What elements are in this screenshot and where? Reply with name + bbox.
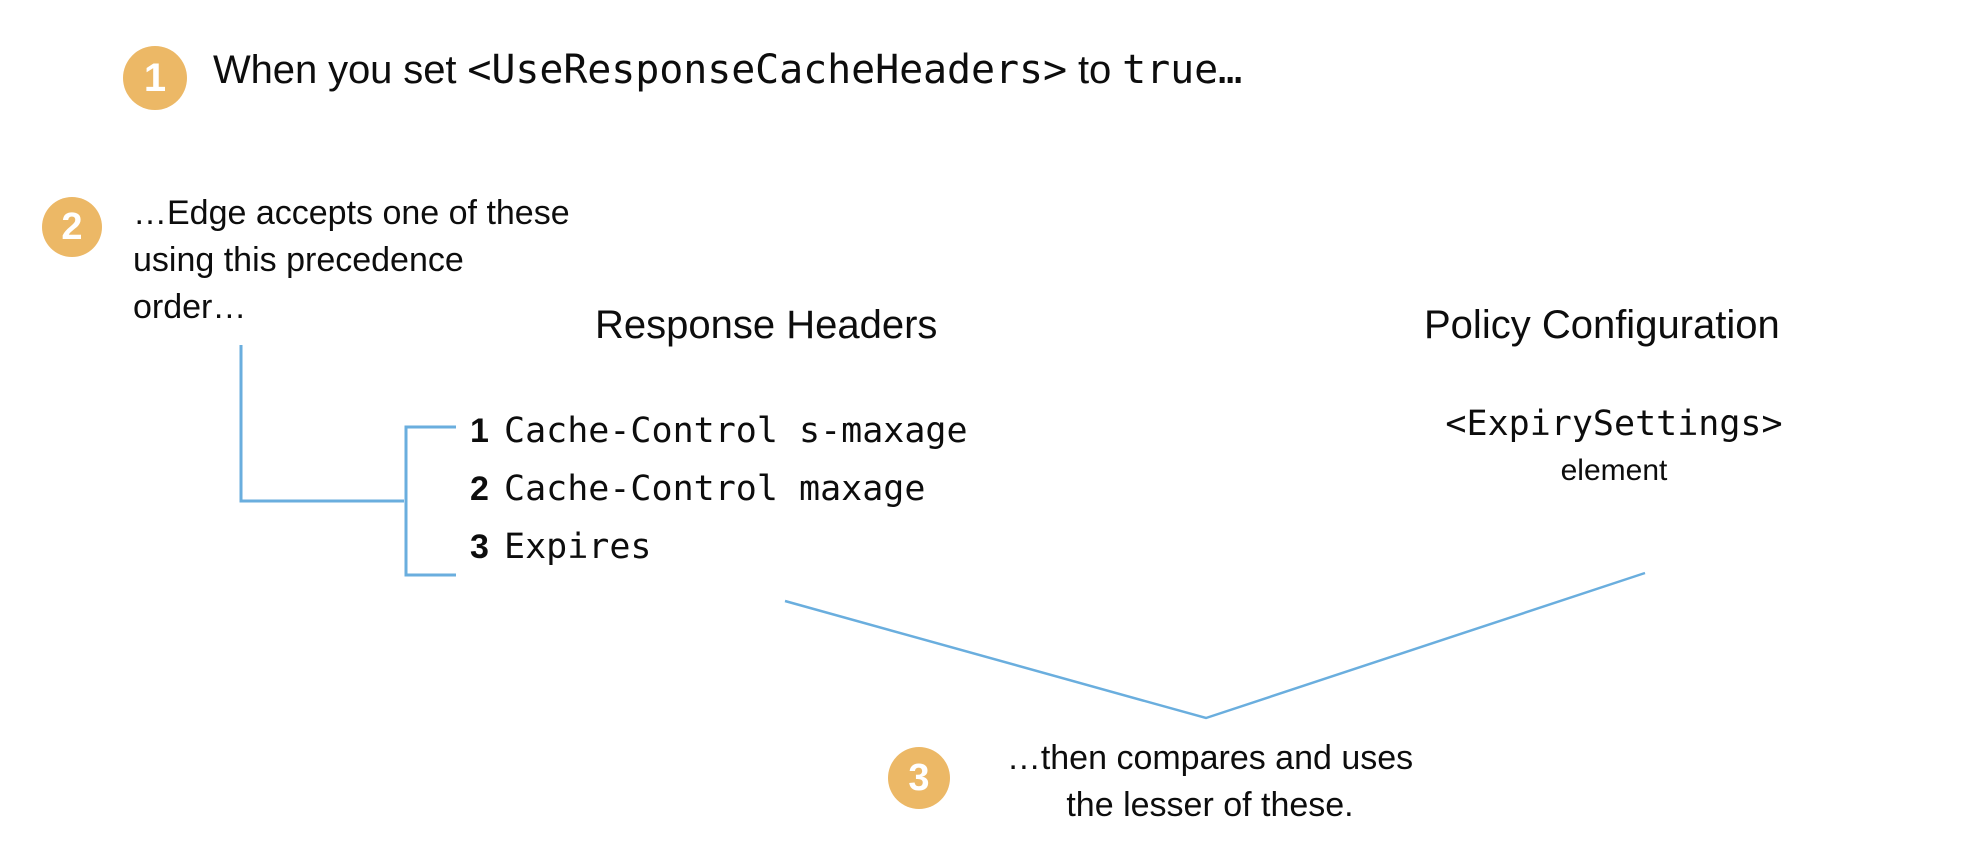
step-2-line-2: using this precedence (133, 241, 464, 279)
list-item: 1 Cache-Control s-maxage (470, 411, 968, 469)
policy-configuration-heading: Policy Configuration (1424, 303, 1780, 347)
policy-configuration-element: <ExpirySettings> element (1424, 404, 1804, 488)
list-item-label: Cache-Control s-maxage (504, 411, 968, 451)
step-2-text: …Edge accepts one of these using this pr… (133, 190, 653, 331)
list-item-number: 3 (470, 528, 489, 566)
step-badge-3-number: 3 (908, 757, 930, 799)
compare-v-connector (784, 571, 1646, 720)
step-3-line-1: …then compares and uses (1006, 739, 1414, 777)
precedence-list: 1 Cache-Control s-maxage 2 Cache-Control… (470, 411, 968, 585)
step-badge-1: 1 (123, 46, 187, 110)
step-2-line-1: …Edge accepts one of these (133, 194, 570, 232)
step-1-code-useresponsecacheheaders: <UseResponseCacheHeaders> (467, 47, 1067, 93)
list-item-number: 1 (470, 412, 489, 450)
step-1-text: When you set <UseResponseCacheHeaders> t… (213, 47, 1242, 93)
step-1-text-part1: When you set (213, 48, 468, 92)
list-bracket (404, 425, 456, 577)
step-3-line-2: the lesser of these. (1066, 786, 1354, 824)
list-item-label: Expires (504, 527, 652, 567)
expiry-settings-tag: <ExpirySettings> (1445, 404, 1783, 444)
list-item-label: Cache-Control maxage (504, 469, 926, 509)
list-item: 2 Cache-Control maxage (470, 469, 968, 527)
step-badge-3: 3 (888, 747, 950, 809)
step-2-line-3: order… (133, 288, 247, 326)
step-badge-1-number: 1 (143, 56, 167, 100)
step-1-code-true: true… (1122, 47, 1243, 93)
step-badge-2: 2 (42, 197, 102, 257)
response-headers-heading: Response Headers (595, 303, 938, 347)
step-badge-2-number: 2 (61, 206, 83, 248)
element-word: element (1560, 454, 1668, 487)
step-1-text-part2: to (1066, 48, 1123, 92)
step-3-text: …then compares and uses the lesser of th… (975, 735, 1445, 829)
list-item-number: 2 (470, 470, 489, 508)
step2-elbow-connector (239, 345, 404, 503)
list-item: 3 Expires (470, 527, 968, 585)
